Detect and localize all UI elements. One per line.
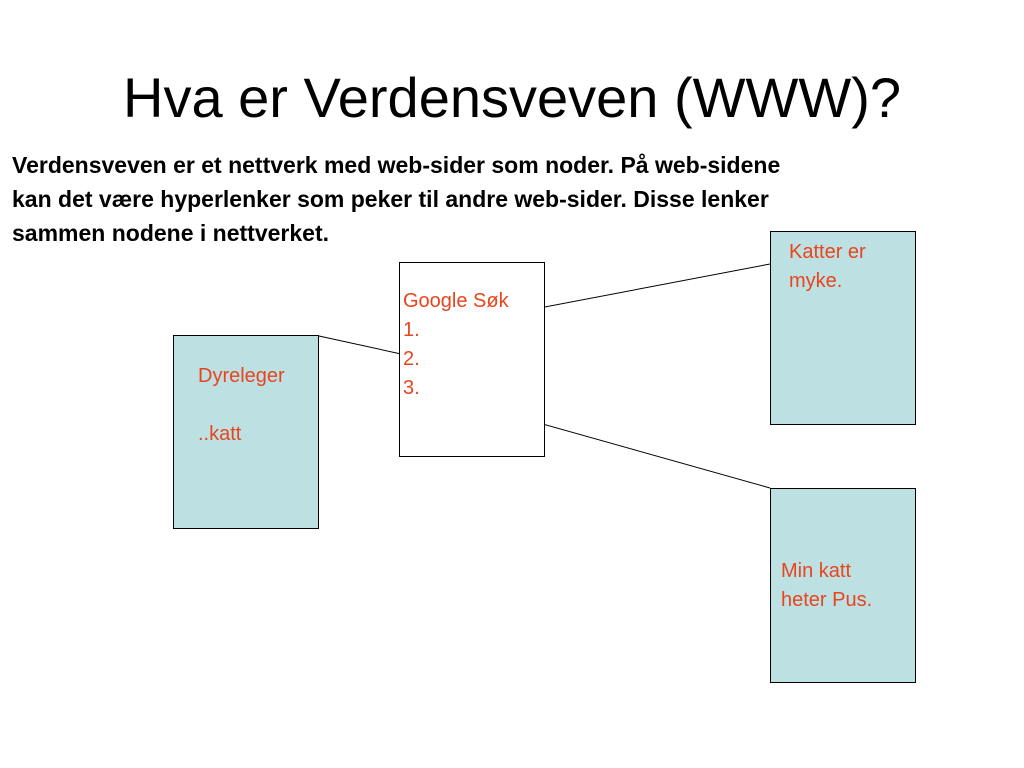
- body-line: Verdensveven er et nettverk med web-side…: [12, 152, 781, 178]
- node-vet-line: [198, 391, 285, 420]
- node-vet-page: Dyreleger ..katt: [173, 335, 319, 529]
- node-pus-line: Min katt: [781, 560, 852, 582]
- node-soft-line: Katter er: [789, 241, 866, 263]
- node-search-line: 2.: [403, 348, 420, 370]
- node-vet-line: ..katt: [198, 423, 242, 445]
- node-search-text: Google Søk 1. 2. 3.: [403, 287, 509, 403]
- node-pus-line: heter Pus.: [781, 589, 873, 611]
- node-search-line: Google Søk: [403, 290, 509, 312]
- body-line: sammen nodene i nettverket.: [12, 220, 329, 246]
- node-search-line: 1.: [403, 319, 420, 341]
- body-line: kan det være hyperlenker som peker til a…: [12, 186, 769, 212]
- node-pus-text: Min katt heter Pus.: [781, 557, 872, 615]
- node-pus-page: Min katt heter Pus.: [770, 488, 916, 683]
- node-soft-text: Katter er myke.: [789, 238, 866, 296]
- node-soft-page: Katter er myke.: [770, 231, 916, 425]
- node-vet-text: Dyreleger ..katt: [198, 362, 285, 449]
- node-vet-line: Dyreleger: [198, 365, 285, 387]
- slide-body-text: Verdensveven er et nettverk med web-side…: [12, 148, 1012, 250]
- node-search-line: 3.: [403, 377, 420, 399]
- node-soft-line: myke.: [789, 270, 843, 292]
- node-search-page: Google Søk 1. 2. 3.: [399, 262, 545, 457]
- slide-title: Hva er Verdensveven (WWW)?: [123, 66, 901, 129]
